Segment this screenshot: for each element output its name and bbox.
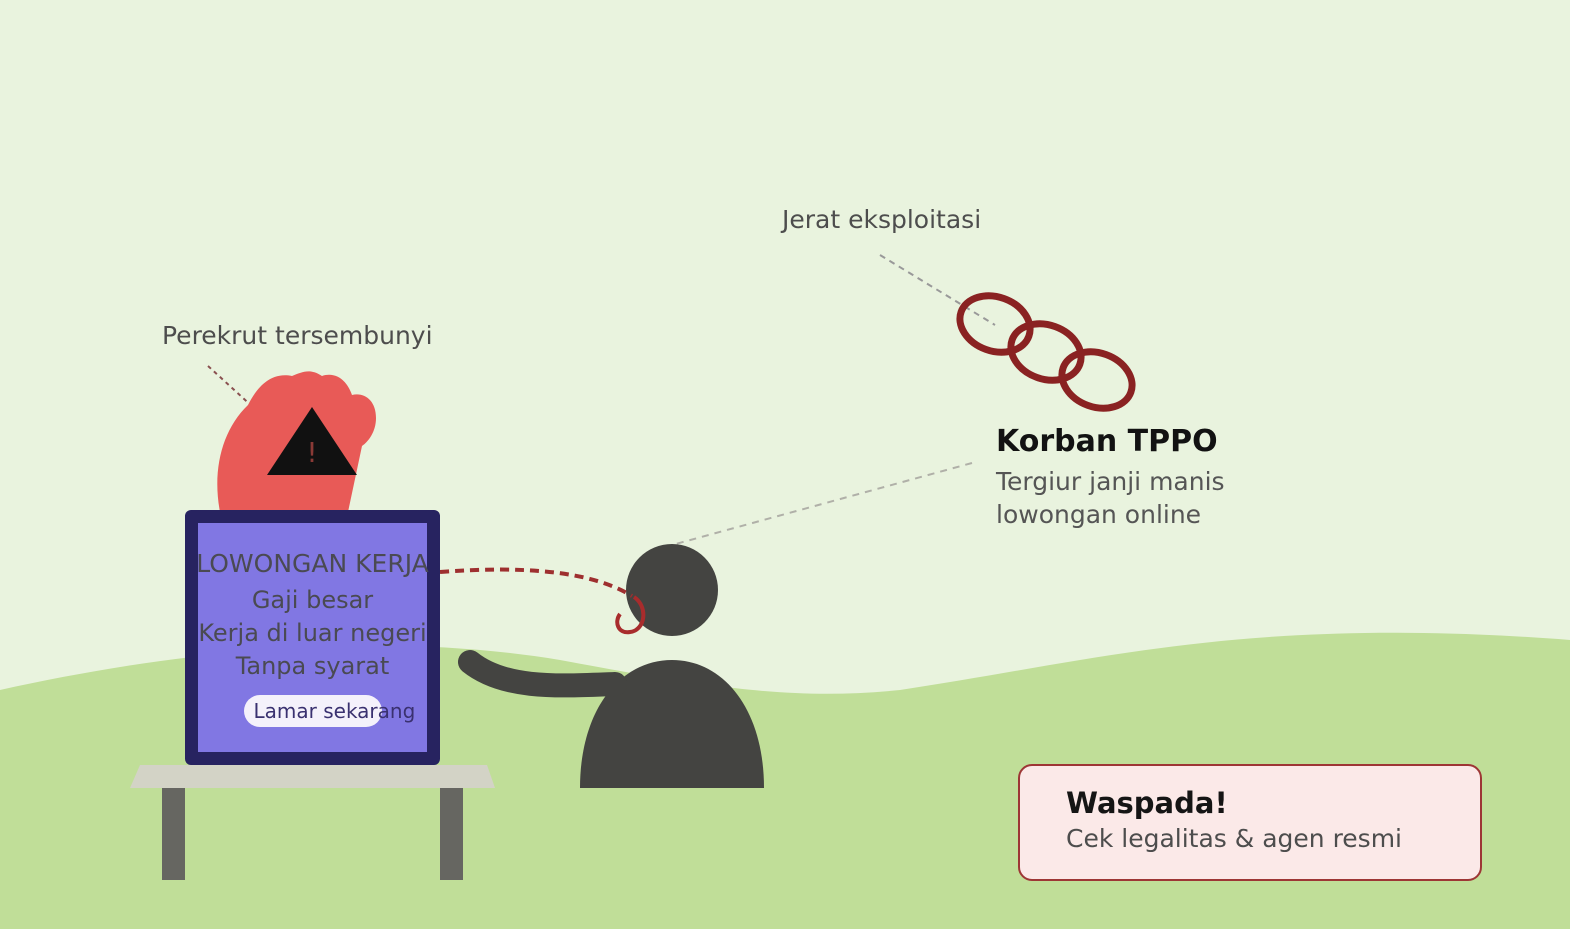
- apply-now-button[interactable]: Lamar sekarang: [243, 695, 415, 727]
- warning-text: Cek legalitas & agen resmi: [1066, 824, 1402, 853]
- job-ad-line: Kerja di luar negeri: [198, 619, 427, 647]
- job-ad-line: Tanpa syarat: [235, 652, 390, 680]
- trap-leader: [879, 254, 996, 326]
- victim-title: Korban TPPO: [996, 424, 1218, 459]
- warning-triangle-icon: [267, 407, 357, 475]
- warning-card: Waspada! Cek legalitas & agen resmi: [1018, 764, 1482, 881]
- victim-leader: [671, 462, 973, 546]
- monitor: LOWONGAN KERJA Gaji besar Kerja di luar …: [185, 510, 440, 765]
- lure-line: [439, 567, 634, 598]
- job-ad-title: LOWONGAN KERJA: [196, 549, 429, 578]
- hook-icon: [615, 595, 646, 635]
- warning-exclamation: !: [306, 436, 317, 469]
- trap-label: Jerat eksploitasi: [782, 205, 982, 234]
- job-ad-line: Gaji besar: [251, 586, 374, 614]
- table: [130, 765, 495, 880]
- job-ad-screen: LOWONGAN KERJA Gaji besar Kerja di luar …: [196, 523, 429, 752]
- warning-title: Waspada!: [1066, 786, 1228, 820]
- recruiter-label: Perekrut tersembunyi: [162, 321, 433, 350]
- victim-description: Tergiur janji manis lowongan online: [996, 467, 1225, 529]
- person: [458, 544, 764, 788]
- chain-icon: [956, 292, 1136, 412]
